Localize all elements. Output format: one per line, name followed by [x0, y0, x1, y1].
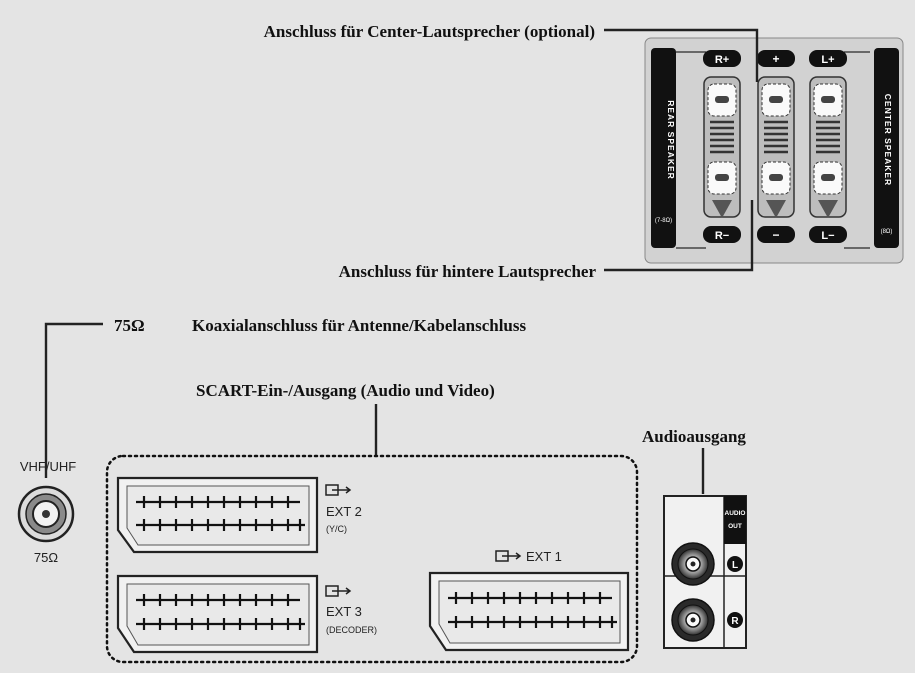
terminal-l-top-label: L+ [821, 54, 834, 66]
scart-ext2[interactable]: EXT 2 (Y/C) [116, 476, 362, 554]
antenna-ohm-callout: 75Ω [114, 316, 145, 335]
antenna-callout: Koaxialanschluss für Antenne/Kabelanschl… [192, 316, 526, 335]
scart-callout: SCART-Ein-/Ausgang (Audio und Video) [196, 381, 495, 400]
terminal-center-top-label: + [772, 52, 779, 66]
speaker-terminal-panel: REAR SPEAKER (7-8Ω) CENTER SPEAKER (8Ω) … [644, 37, 904, 264]
scart-ext1[interactable]: EXT 1 [428, 549, 630, 652]
center-speaker-ohm: (8Ω) [881, 229, 893, 235]
scart-area: EXT 2 (Y/C) EXT 3 (DECODER) [105, 454, 639, 664]
ext3-arrow-icon [325, 585, 352, 597]
ext2-sub-label: (Y/C) [326, 524, 347, 534]
audio-right-label: R [731, 616, 739, 627]
terminal-center-bottom-label: − [772, 228, 779, 242]
terminal-r[interactable]: R+ R− [703, 50, 741, 243]
center-speaker-text: CENTER SPEAKER [883, 94, 893, 186]
audio-out-right-jack[interactable] [671, 598, 715, 642]
terminal-r-top-label: R+ [715, 54, 729, 66]
rear-speaker-ohm: (7-8Ω) [655, 218, 672, 224]
ext1-label: EXT 1 [526, 549, 562, 564]
terminal-r-bottom-label: R− [715, 230, 729, 242]
ext3-label: EXT 3 [326, 604, 362, 619]
ext1-arrow-icon [495, 550, 522, 562]
center-speaker-label: CENTER SPEAKER (8Ω) [874, 48, 899, 248]
rear-speaker-text: REAR SPEAKER [666, 100, 676, 180]
terminal-l-bottom-label: L− [821, 230, 834, 242]
audio-out-label-line2: OUT [728, 523, 742, 530]
vhf-uhf-label: VHF/UHF [20, 459, 76, 474]
audio-out-label-line1: AUDIO [725, 510, 746, 517]
ext2-pins [136, 496, 305, 531]
antenna-port[interactable]: VHF/UHF 75Ω [17, 459, 76, 565]
ext2-arrow-icon [325, 484, 352, 496]
audio-out-panel: AUDIO OUT L R [663, 495, 747, 649]
rear-speaker-callout: Anschluss für hintere Lautsprecher [339, 262, 597, 281]
leader-lines [44, 28, 759, 494]
terminal-l[interactable]: L+ L− [809, 50, 847, 243]
audio-right-badge: R [727, 612, 743, 628]
audio-left-label: L [732, 560, 738, 571]
antenna-ohm-label: 75Ω [34, 550, 58, 565]
audio-out-left-jack[interactable] [671, 542, 715, 586]
audio-left-badge: L [727, 556, 743, 572]
ext2-label: EXT 2 [326, 504, 362, 519]
terminal-center[interactable]: + − [757, 50, 795, 243]
scart-ext3[interactable]: EXT 3 (DECODER) [116, 574, 377, 654]
ext1-pins [448, 592, 617, 628]
rear-speaker-label: REAR SPEAKER (7-8Ω) [651, 48, 676, 248]
center-speaker-callout: Anschluss für Center-Lautsprecher (optio… [264, 22, 595, 41]
ext3-pins [136, 594, 305, 630]
ext3-sub-label: (DECODER) [326, 625, 377, 635]
audio-out-callout: Audioausgang [642, 427, 746, 446]
